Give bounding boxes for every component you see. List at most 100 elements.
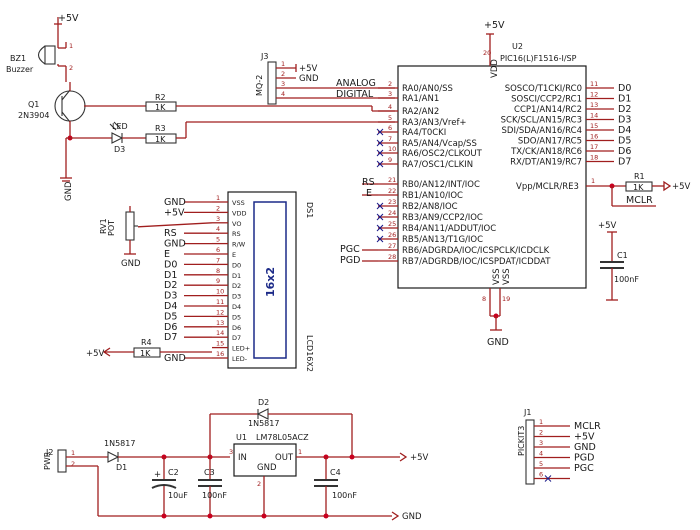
j1-pin-net: GND xyxy=(574,442,596,453)
vcc-label-top-left: +5V xyxy=(58,13,79,24)
j2-pin1: 1 xyxy=(71,449,75,457)
r1-value: 1K xyxy=(633,183,644,192)
rv1-value: POT xyxy=(107,220,116,236)
u1-value: LM78L05ACZ xyxy=(256,433,309,442)
u2-right-pin-name: CCP1/AN14/RC2 xyxy=(514,105,582,115)
mclr-net-label: MCLR xyxy=(626,195,653,206)
ds1-pin-name: D2 xyxy=(232,282,241,290)
net-rs-u2: RS xyxy=(362,177,375,188)
ds1-pin-net: GND xyxy=(164,353,186,364)
ds1-pin-num: 7 xyxy=(216,256,220,264)
power-supply-section: J2 PWR 1 2 1N5817 D1 + C2 10uF C3 100nF xyxy=(43,398,429,522)
u2-left-pin-num: 2 xyxy=(388,80,392,88)
j1-pin-num: 1 xyxy=(539,418,543,426)
j1-ref: J1 xyxy=(523,408,531,417)
j3-name: MQ-2 xyxy=(255,75,264,96)
ds1-pin-num: 1 xyxy=(216,194,220,202)
led-icon xyxy=(111,132,124,144)
ds1-pin-net: D0 xyxy=(164,259,177,270)
u2-left-pin-num: 3 xyxy=(388,90,392,98)
r4-ref: R4 xyxy=(141,338,152,347)
u2-right-net: D7 xyxy=(618,157,631,168)
j3-pin4: 4 xyxy=(281,90,285,98)
u2-left-pin-name: RB3/AN9/CCP2/IOC xyxy=(402,213,483,223)
u2-left-pin-name: RB7/ADGRDB/IOC/ICSPDAT/ICDDAT xyxy=(402,257,551,267)
u1-ref: U1 xyxy=(236,433,247,442)
u2-right-pin-name: SDI/SDA/AN16/RC4 xyxy=(502,126,582,136)
j3-ref: J3 xyxy=(260,52,268,61)
d1-diode-icon xyxy=(107,451,120,463)
ds1-pin-num: 13 xyxy=(216,319,224,327)
net-pgc-u2: PGC xyxy=(340,244,360,255)
q1-value: 2N3904 xyxy=(18,111,49,120)
j1-pin-num: 2 xyxy=(539,429,543,437)
ds1-pin-name: D5 xyxy=(232,313,241,321)
bz1-pin1: 1 xyxy=(69,42,73,50)
ds1-pin-num: 3 xyxy=(216,215,220,223)
u2-right-pin-name: SDO/AN17/RC5 xyxy=(518,137,582,147)
c4-ref: C4 xyxy=(330,468,341,477)
u2-vss1-name: VSS xyxy=(492,268,502,285)
u2-left-pin-name: RB0/AN12/INT/IOC xyxy=(402,180,480,190)
ds1-pin-name: R/W xyxy=(232,241,246,249)
ds1-pin-name: RS xyxy=(232,230,241,238)
ds1-pin-name: LED+ xyxy=(232,345,250,353)
net-pgd-u2: PGD xyxy=(340,255,360,266)
r3-ref: R3 xyxy=(155,124,166,133)
ds1-pin-net: D7 xyxy=(164,332,177,343)
j1-pin-num: 6 xyxy=(539,471,543,479)
r2-ref: R2 xyxy=(155,93,166,102)
u2-right-pin-name: SOSCO/T1CKI/RC0 xyxy=(505,84,582,94)
u2-right-pin-num: 17 xyxy=(590,143,598,151)
j2-ref: J2 xyxy=(45,448,53,457)
u2-left-pin-name: RA1/AN1 xyxy=(402,94,439,104)
j3-pin3: 3 xyxy=(281,80,285,88)
ds1-pin-num: 10 xyxy=(216,288,224,296)
ds1-pin-name: E xyxy=(232,251,236,259)
ds1-pin-num: 8 xyxy=(216,267,220,275)
bz1-name: Buzzer xyxy=(6,65,34,74)
u1-regulator-body xyxy=(233,443,297,477)
r2-value: 1K xyxy=(155,103,166,112)
ds1-lcd-body xyxy=(227,191,297,369)
u2-vss1-num: 8 xyxy=(482,295,486,303)
r4-value: 1K xyxy=(140,349,151,358)
u2-left-pin-name: RB1/AN10/IOC xyxy=(402,191,463,201)
bz1-pin2: 2 xyxy=(69,64,73,72)
ds1-value: LCD16X2 xyxy=(305,335,314,372)
c3-value: 100nF xyxy=(202,491,227,500)
u2-left-pin-name: RB6/ADGRDA/IOC/ICSPCLK/ICDCLK xyxy=(402,246,550,256)
ds1-pin-num: 6 xyxy=(216,246,220,254)
j3-net-analog: ANALOG xyxy=(336,78,376,89)
u1-pin-gnd: 2 xyxy=(257,480,261,488)
ds1-pin-net: GND xyxy=(164,197,186,208)
j1-pin-net: PGC xyxy=(574,463,594,474)
ds1-pin-num: 16 xyxy=(216,350,224,358)
u2-right-pin-num: 12 xyxy=(590,91,598,99)
u1-pin-in: 3 xyxy=(229,448,233,456)
d2-ref: D2 xyxy=(258,398,269,407)
d2-value: 1N5817 xyxy=(248,419,279,428)
j1-pin-net: MCLR xyxy=(574,421,601,432)
ds1-pin-num: 4 xyxy=(216,225,220,233)
u2-vdd-name: VDD xyxy=(490,59,500,78)
u2-left-pin-num: 25 xyxy=(388,220,396,228)
ds1-pin-name: D3 xyxy=(232,293,241,301)
net-e-u2: E xyxy=(366,188,372,199)
u2-left-pin-num: 26 xyxy=(388,231,396,239)
r1-ref: R1 xyxy=(634,172,645,181)
u2-left-pin-num: 4 xyxy=(388,103,392,111)
u2-left-pin-num: 21 xyxy=(388,176,396,184)
ds1-pin-net: D6 xyxy=(164,322,177,333)
u2-left-pin-name: RA5/AN4/Vcap/SS xyxy=(402,139,477,149)
j2-name: PWR xyxy=(43,451,52,470)
u1-out-label: OUT xyxy=(275,453,294,463)
u1-in-label: IN xyxy=(238,453,247,463)
u2-left-pin-name: RA6/OSC2/CLKOUT xyxy=(402,149,483,159)
u2-left-pin-num: 24 xyxy=(388,209,396,217)
c2-plus: + xyxy=(154,470,161,480)
j3-connector: J3 MQ-2 1 2 3 4 +5V GND ANALOG DIGITAL xyxy=(255,52,395,105)
ds1-pin-name: D6 xyxy=(232,324,241,332)
